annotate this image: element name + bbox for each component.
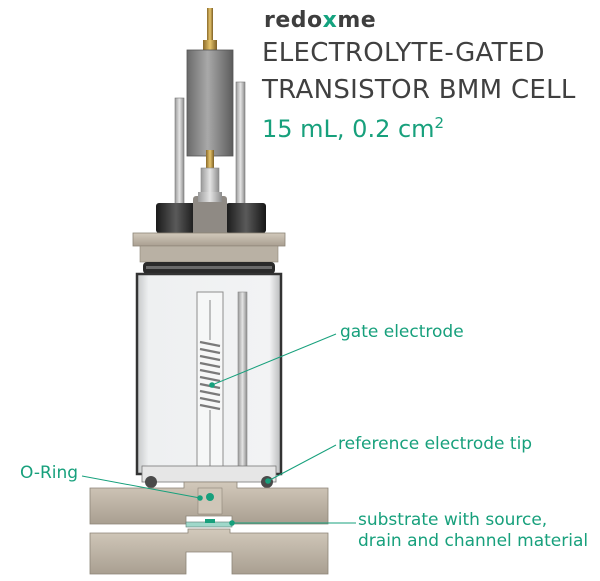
left-oring bbox=[145, 476, 157, 488]
top-brass-pin bbox=[207, 8, 213, 46]
top-brass-collar bbox=[203, 40, 217, 50]
lid-seal-line bbox=[146, 266, 272, 269]
annotation-lines bbox=[81, 333, 356, 524]
label-substrate-1: substrate with source, bbox=[358, 510, 548, 530]
lower-base bbox=[89, 528, 329, 575]
channel-oring bbox=[206, 493, 214, 501]
label-gate-electrode: gate electrode bbox=[340, 322, 464, 342]
reference-electrode bbox=[237, 291, 248, 469]
title-line-2: TRANSISTOR BMM CELL bbox=[262, 75, 576, 105]
left-cap bbox=[156, 203, 196, 233]
title-line-1: ELECTROLYTE-GATED bbox=[262, 38, 545, 68]
right-rod bbox=[235, 81, 246, 211]
inner-base bbox=[141, 465, 277, 483]
gray-connector bbox=[186, 49, 234, 157]
center-cap bbox=[193, 196, 227, 236]
label-reference-electrode: reference electrode tip bbox=[338, 434, 533, 454]
label-oring: O-Ring bbox=[20, 463, 79, 483]
left-rod bbox=[174, 97, 185, 211]
brand-logo: redoxme bbox=[264, 8, 377, 33]
label-substrate-2: drain and channel material bbox=[358, 531, 589, 551]
cell-spec: 15 mL, 0.2 cm2 bbox=[262, 114, 445, 143]
substrate-contact bbox=[205, 519, 215, 523]
center-cap-top bbox=[198, 192, 222, 202]
lid bbox=[132, 232, 286, 247]
right-cap bbox=[226, 203, 266, 233]
lid-lower bbox=[139, 245, 279, 263]
